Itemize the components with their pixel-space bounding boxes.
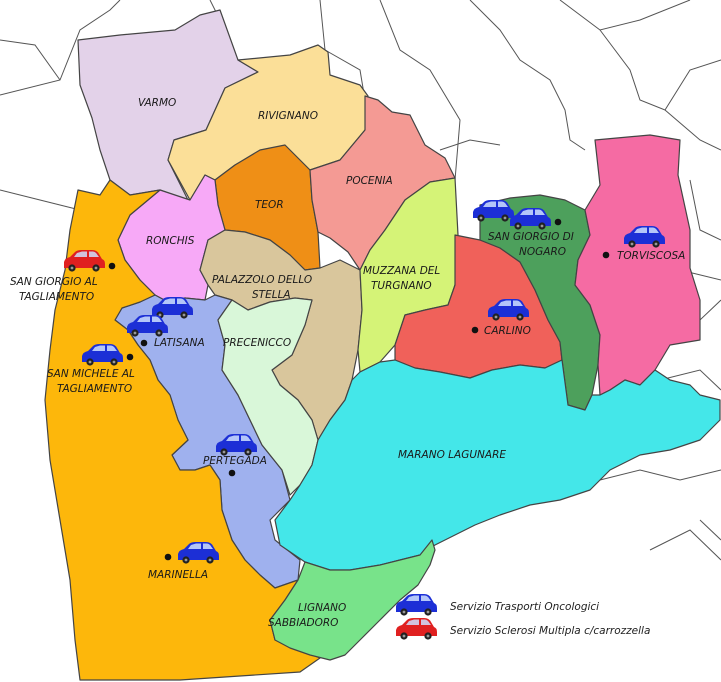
dot-san-giorgio-tagliamento — [108, 262, 116, 270]
label-muzzana-1: MUZZANA DEL — [363, 265, 440, 277]
label-muzzana-2: TURGNANO — [371, 280, 432, 292]
label-varmo: VARMO — [138, 97, 176, 109]
label-precenicco: PRECENICCO — [223, 337, 291, 349]
label-san-giorgio-tagliamento-1: SAN GIORGIO AL — [10, 276, 98, 288]
label-san-michele-2: TAGLIAMENTO — [57, 383, 132, 395]
dot-latisana — [140, 339, 148, 347]
region-marano[interactable] — [274, 359, 721, 571]
legend-label: Servizio Trasporti Oncologici — [450, 601, 599, 613]
dot-pertegada — [228, 469, 236, 477]
region-san-giorgio-nogaro[interactable] — [479, 194, 601, 411]
regions — [44, 9, 721, 681]
label-san-giorgio-nogaro-2: NOGARO — [519, 246, 566, 258]
label-palazzolo-2: STELLA — [252, 289, 291, 301]
dot-san-michele — [126, 353, 134, 361]
location-dots — [108, 218, 610, 561]
label-teor: TEOR — [255, 199, 284, 211]
label-carlino: CARLINO — [484, 325, 531, 337]
label-palazzolo-1: PALAZZOLO DELLO — [212, 274, 312, 286]
region-san-michele[interactable] — [44, 179, 321, 681]
label-san-giorgio-nogaro-1: SAN GIORGIO DI — [488, 231, 574, 243]
region-lignano[interactable] — [269, 539, 436, 661]
label-rivignano: RIVIGNANO — [258, 110, 318, 122]
label-pocenia: POCENIA — [346, 175, 393, 187]
legend: Servizio Trasporti Oncologici Servizio S… — [396, 594, 650, 640]
label-lignano-2: SABBIADORO — [268, 617, 338, 629]
label-latisana: LATISANA — [154, 337, 205, 349]
label-san-giorgio-tagliamento-2: TAGLIAMENTO — [19, 291, 94, 303]
label-lignano-1: LIGNANO — [298, 602, 346, 614]
label-marano: MARANO LAGUNARE — [398, 449, 506, 461]
dot-carlino — [471, 326, 479, 334]
label-ronchis: RONCHIS — [146, 235, 195, 247]
legend-label: Servizio Sclerosi Multipla c/carrozzella — [450, 625, 650, 637]
label-torviscosa: TORVISCOSA — [617, 250, 685, 262]
dot-marinella — [164, 553, 172, 561]
dot-torviscosa — [602, 251, 610, 259]
dot-san-giorgio-nogaro — [554, 218, 562, 226]
label-san-michele-1: SAN MICHELE AL — [47, 368, 135, 380]
label-marinella: MARINELLA — [148, 569, 208, 581]
label-pertegada: PERTEGADA — [203, 455, 267, 467]
legend-car-icon — [396, 618, 437, 640]
region-labels: VARMO RIVIGNANO TEOR POCENIA RONCHIS PAL… — [10, 97, 685, 629]
